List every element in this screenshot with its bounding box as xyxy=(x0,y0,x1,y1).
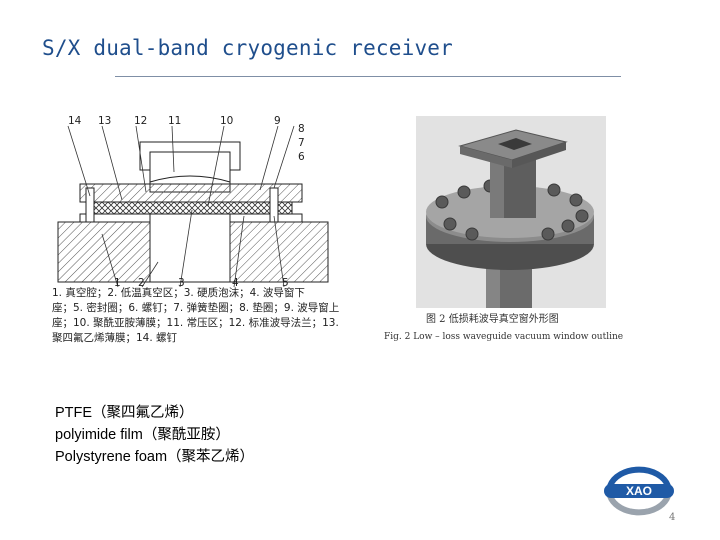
vacuum-window-outline-figure: 图 2 低损耗波导真空窗外形图 Fig. 2 Low – loss wavegu… xyxy=(384,112,624,346)
callout-label: 13 xyxy=(98,115,112,127)
material-item: Polystyrene foam（聚苯乙烯） xyxy=(55,449,255,465)
figure-caption-cn: 图 2 低损耗波导真空窗外形图 xyxy=(426,314,559,325)
page-number: 4 xyxy=(669,512,676,523)
material-item: polyimide film（聚酰亚胺） xyxy=(55,427,230,443)
callout-label: 7 xyxy=(298,137,305,149)
callout-label: 2 xyxy=(138,277,145,289)
callout-label: 9 xyxy=(274,115,281,127)
callout-label: 14 xyxy=(68,115,82,127)
callout-label: 11 xyxy=(168,115,182,127)
callout-label: 12 xyxy=(134,115,148,127)
callout-label: 3 xyxy=(178,277,185,289)
figure-caption-line: 座；10. 聚酰亚胺薄膜；11. 常压区；12. 标准波导法兰；13. xyxy=(52,317,339,329)
xao-logo: XAO xyxy=(600,462,678,520)
title-divider xyxy=(115,76,621,77)
cross-section-drawing xyxy=(57,125,329,288)
logo-text: XAO xyxy=(626,484,652,498)
callout-label: 6 xyxy=(298,151,305,163)
figure-caption-line: 座；5. 密封圈；6. 螺钉；7. 弹簧垫圈；8. 垫圈；9. 波导窗上 xyxy=(52,302,340,314)
callout-label: 8 xyxy=(298,123,305,135)
materials-list: PTFE（聚四氟乙烯） polyimide film（聚酰亚胺） Polysty… xyxy=(55,402,254,468)
figure-caption-en: Fig. 2 Low – loss waveguide vacuum windo… xyxy=(384,332,624,342)
figure-caption-line: 1. 真空腔；2. 低温真空区；3. 硬质泡沫；4. 波导窗下 xyxy=(52,287,305,299)
callout-label: 5 xyxy=(282,277,289,289)
callout-label: 10 xyxy=(220,115,234,127)
figure-caption-line: 聚四氟乙烯薄膜；14. 螺钉 xyxy=(52,332,178,344)
waveguide-cross-section-figure: 14 13 12 11 10 9 8 7 6 1 2 3 4 5 1. 真空腔；… xyxy=(48,112,370,360)
material-item: PTFE（聚四氟乙烯） xyxy=(55,405,194,421)
callout-label: 1 xyxy=(114,277,121,289)
vacuum-window-render xyxy=(416,116,606,308)
callout-label: 4 xyxy=(232,277,239,289)
xao-logo-mark: XAO xyxy=(604,466,674,516)
vacuum-window-render-image xyxy=(416,116,606,308)
slide-title: S/X dual-band cryogenic receiver xyxy=(42,36,453,60)
